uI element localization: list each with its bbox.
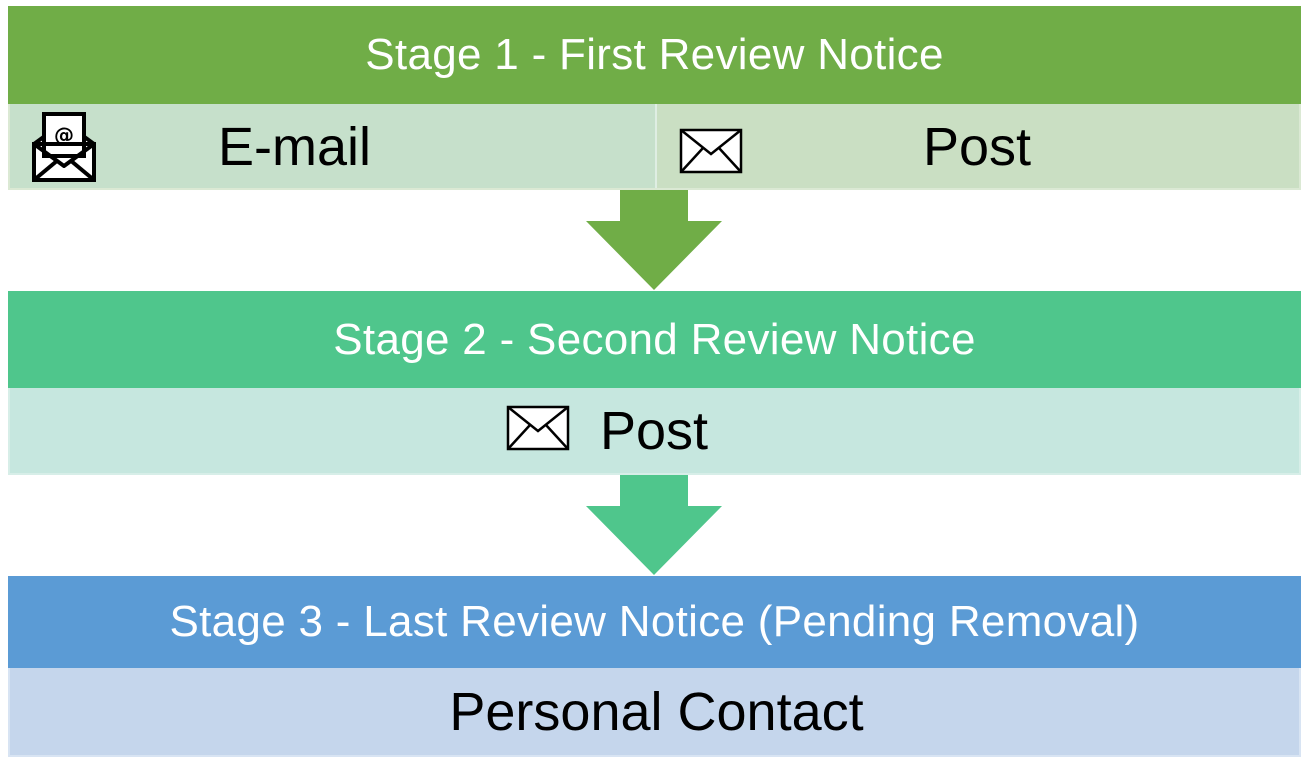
svg-text:@: @	[54, 123, 74, 147]
stage-1-post-label: Post	[923, 117, 1032, 177]
stage-1-header: Stage 1 - First Review Notice	[8, 6, 1301, 104]
stage-1-post-method: Post	[657, 104, 1299, 188]
down-arrow-stage-1-to-2	[586, 190, 722, 290]
email-envelope-icon: @	[30, 110, 98, 189]
stage-3-personal-contact-label: Personal Contact	[449, 681, 864, 742]
stage-1-email-method: @ E-mail	[10, 104, 657, 188]
stage-1-methods: @ E-mail Post	[8, 104, 1301, 190]
stage-2-post-label: Post	[600, 401, 709, 461]
stage-3-header: Stage 3 - Last Review Notice (Pending Re…	[8, 576, 1301, 668]
envelope-icon	[506, 405, 570, 456]
stage-1-email-label: E-mail	[218, 117, 372, 177]
stage-3-title: Stage 3 - Last Review Notice (Pending Re…	[169, 597, 1140, 646]
down-arrow-stage-2-to-3	[586, 475, 722, 575]
stage-2-title: Stage 2 - Second Review Notice	[333, 314, 976, 364]
stage-2-header: Stage 2 - Second Review Notice	[8, 291, 1301, 388]
stage-2-methods: Post	[8, 388, 1301, 475]
stage-3-methods: Personal Contact	[8, 668, 1301, 757]
envelope-icon	[679, 128, 743, 179]
stage-1-title: Stage 1 - First Review Notice	[365, 30, 944, 79]
